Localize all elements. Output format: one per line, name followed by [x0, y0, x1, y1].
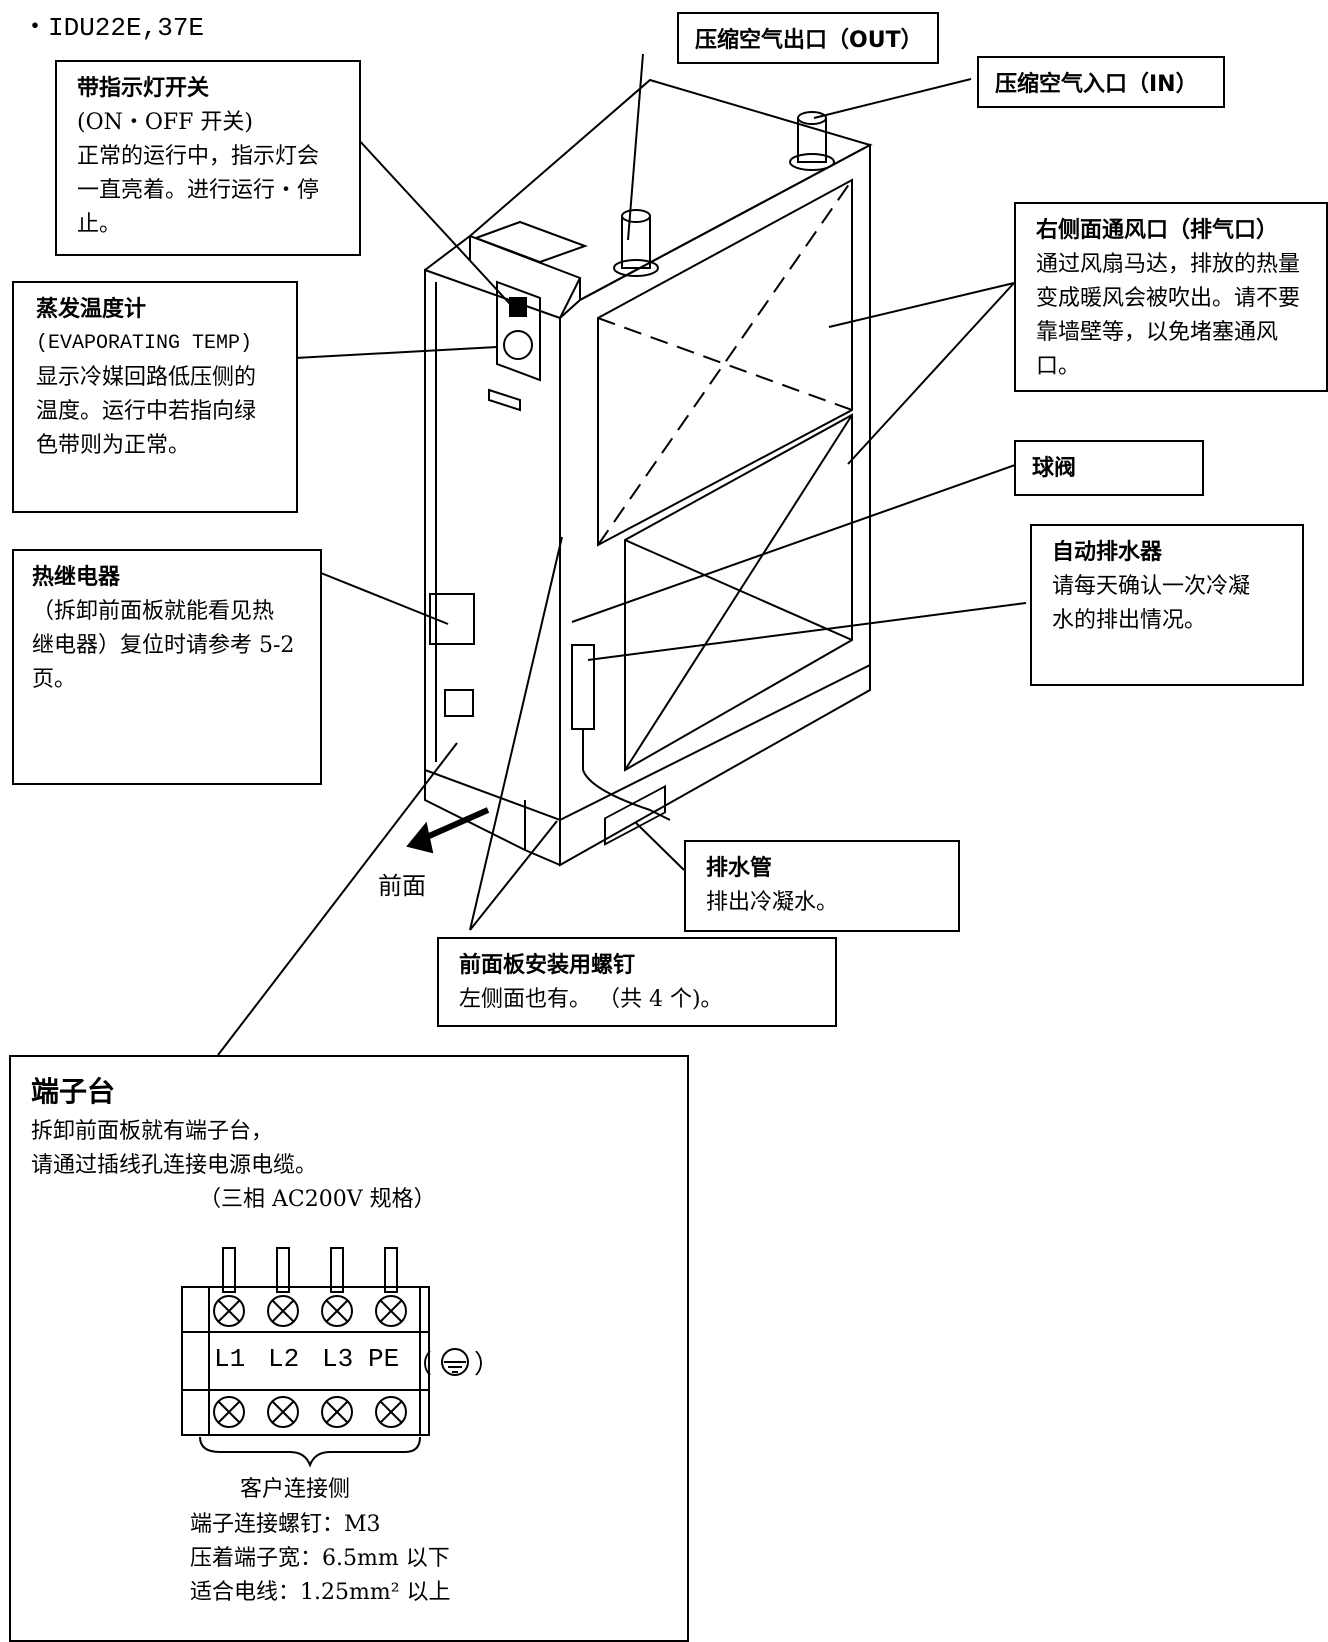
ground-paren-open: （: [406, 1351, 433, 1381]
callout-switch-line: 正常的运行中，指示灯会: [77, 144, 320, 169]
callout-gauge-line: (EVAPORATING TEMP): [36, 332, 253, 355]
terminal-note: 压着端子宽：6.5mm 以下: [190, 1546, 450, 1571]
callout-relay-title: 热继电器: [32, 565, 121, 590]
callout-air-outlet: 压缩空气出口（OUT）: [677, 12, 939, 64]
ground-paren-close: ）: [474, 1351, 501, 1381]
callout-vent-line: 口。: [1036, 354, 1081, 379]
callout-switch-line: (ON・OFF 开关): [77, 110, 254, 135]
callout-vent: 右侧面通风口（排气口） 通过风扇马达，排放的热量 变成暖风会被吹出。请不要 靠墙…: [1014, 202, 1328, 392]
callout-switch-line: 止。: [77, 212, 122, 237]
callout-panel-screws-title: 前面板安装用螺钉: [459, 953, 636, 978]
callout-panel-screws: 前面板安装用螺钉 左侧面也有。 （共 4 个)。: [437, 937, 837, 1027]
terminal-label-pe: PE: [368, 1344, 400, 1374]
callout-air-inlet: 压缩空气入口（IN）: [977, 56, 1225, 108]
callout-auto-drain-line: 水的排出情况。: [1052, 608, 1207, 633]
terminal-customer-side: 客户连接侧: [240, 1477, 351, 1502]
terminal-spec: （三相 AC200V 规格）: [199, 1187, 436, 1212]
callout-ball-valve-title: 球阀: [1032, 456, 1077, 481]
callout-gauge-title: 蒸发温度计: [36, 297, 147, 322]
cabinet-side: [559, 143, 871, 821]
terminal-label-l3: L3: [322, 1344, 354, 1374]
callout-panel-screws-line: 左侧面也有。 （共 4 个)。: [459, 987, 723, 1012]
terminal-line: 请通过插线孔连接电源电缆。: [31, 1153, 318, 1178]
callout-drain-pipe-line: 排出冷凝水。: [706, 890, 839, 915]
terminal-title: 端子台: [31, 1075, 116, 1108]
terminal-block: [181, 1247, 469, 1468]
callout-relay-line: 继电器）复位时请参考 5-2: [32, 633, 295, 658]
callout-gauge-line: 色带则为正常。: [36, 433, 191, 458]
screw-icon: [213, 1295, 407, 1428]
callout-switch-title: 带指示灯开关: [77, 76, 210, 101]
callout-gauge: 蒸发温度计 (EVAPORATING TEMP) 显示冷媒回路低压侧的 温度。运…: [12, 281, 298, 513]
callout-vent-title: 右侧面通风口（排气口）: [1036, 218, 1279, 243]
callout-relay-line: 页。: [32, 667, 77, 692]
callout-vent-line: 变成暖风会被吹出。请不要: [1036, 286, 1301, 311]
callout-drain-pipe-title: 排水管: [706, 856, 773, 881]
callout-switch-line: 一直亮着。进行运行・停: [77, 178, 320, 203]
callout-air-outlet-title: 压缩空气出口（OUT）: [695, 28, 923, 53]
callout-drain-pipe: 排水管 排出冷凝水。: [684, 840, 960, 932]
terminal-label-l1: L1: [214, 1344, 246, 1374]
callout-ball-valve: 球阀: [1014, 440, 1204, 496]
callout-auto-drain: 自动排水器 请每天确认一次冷凝 水的排出情况。: [1030, 524, 1304, 686]
callout-relay: 热继电器 （拆卸前面板就能看见热 继电器）复位时请参考 5-2 页。: [12, 549, 322, 785]
model-label: ・IDU22E,37E: [22, 13, 205, 43]
terminal-label-l2: L2: [268, 1344, 300, 1374]
terminal-note: 适合电线：1.25mm² 以上: [190, 1580, 451, 1605]
front-direction-label: 前面: [378, 872, 426, 900]
callout-auto-drain-title: 自动排水器: [1052, 540, 1163, 565]
terminal-line: 拆卸前面板就有端子台，: [31, 1119, 274, 1144]
callout-auto-drain-line: 请每天确认一次冷凝: [1052, 574, 1251, 599]
callout-terminal-block: 端子台 拆卸前面板就有端子台， 请通过插线孔连接电源电缆。 （三相 AC200V…: [9, 1055, 689, 1642]
callout-vent-line: 靠墙壁等，以免堵塞通风: [1036, 320, 1279, 345]
callout-vent-line: 通过风扇马达，排放的热量: [1036, 252, 1301, 277]
callout-air-inlet-title: 压缩空气入口（IN）: [995, 72, 1198, 97]
callout-switch: 带指示灯开关 (ON・OFF 开关) 正常的运行中，指示灯会 一直亮着。进行运行…: [55, 60, 361, 256]
callout-relay-line: （拆卸前面板就能看见热: [32, 599, 275, 624]
callout-gauge-line: 温度。运行中若指向绿: [36, 399, 257, 424]
terminal-note: 端子连接螺钉：M3: [190, 1512, 381, 1537]
callout-gauge-line: 显示冷媒回路低压侧的: [36, 365, 257, 390]
